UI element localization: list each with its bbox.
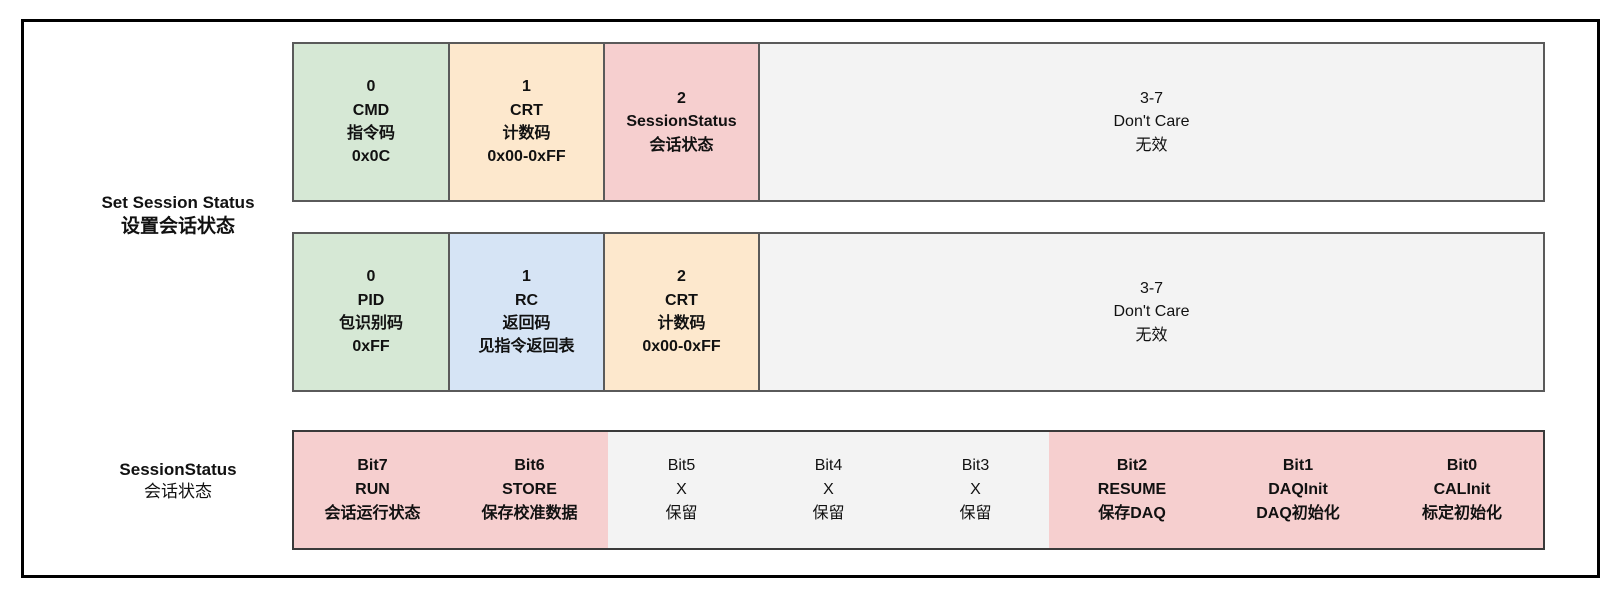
bit-name: X	[823, 481, 834, 498]
bit-name-zh: 保存校准数据	[481, 505, 578, 522]
bit-name-zh: 保存DAQ	[1098, 505, 1166, 522]
bit-cell-bit6: Bit6 STORE 保存校准数据	[451, 432, 608, 548]
byte-cell-crt: 1 CRT 计数码 0x00-0xFF	[450, 44, 605, 200]
byte-cell-sessionstatus: 2 SessionStatus 会话状态	[605, 44, 760, 200]
byte-value: 0x0C	[351, 148, 391, 166]
byte-value: 见指令返回表	[478, 338, 575, 356]
bit-index: Bit3	[961, 457, 990, 474]
byte-index: 0	[366, 268, 376, 286]
byte-cell-dont-care: 3-7 Don't Care 无效	[760, 44, 1543, 200]
bit-index: Bit0	[1446, 457, 1478, 474]
row-label-en: Set Session Status	[101, 193, 255, 212]
bit-name: CALInit	[1433, 481, 1491, 498]
bit-cell-bit7: Bit7 RUN 会话运行状态	[294, 432, 451, 548]
bit-name-zh: 保留	[665, 505, 698, 522]
bit-index: Bit5	[667, 457, 696, 474]
byte-index: 0	[366, 78, 376, 96]
byte-index: 3-7	[1139, 89, 1164, 107]
byte-name-zh: 无效	[1135, 136, 1168, 154]
byte-name: CMD	[352, 101, 390, 119]
bit-name-zh: 会话运行状态	[324, 505, 421, 522]
byte-name: SessionStatus	[626, 113, 737, 131]
bit-name: X	[676, 481, 687, 498]
bit-name-zh: 保留	[959, 505, 992, 522]
bit-name: X	[970, 481, 981, 498]
bit-name: STORE	[502, 481, 557, 498]
byte-name-zh: 返回码	[502, 315, 551, 332]
byte-name-zh: 会话状态	[649, 136, 714, 154]
byte-name: CRT	[665, 291, 698, 309]
byte-index: 3-7	[1139, 279, 1164, 297]
row-label-sessionstatus: SessionStatus 会话状态	[68, 459, 288, 504]
row-label-set-session-status: Set Session Status 设置会话状态	[68, 192, 288, 240]
byte-name: Don't Care	[1113, 303, 1190, 321]
bit-cell-bit2: Bit2 RESUME 保存DAQ	[1049, 432, 1215, 548]
bit-cell-bit0: Bit0 CALInit 标定初始化	[1381, 432, 1543, 548]
request-frame-table: 0 CMD 指令码 0x0C 1 CRT 计数码 0x00-0xFF 2 Ses…	[292, 42, 1545, 202]
bit-name-zh: 标定初始化	[1421, 505, 1502, 522]
byte-cell-rc: 1 RC 返回码 见指令返回表	[450, 234, 605, 390]
byte-value: 0x00-0xFF	[487, 148, 566, 166]
bit-index: Bit7	[357, 457, 388, 474]
row-label-zh: 会话状态	[144, 482, 212, 502]
byte-cell-crt: 2 CRT 计数码 0x00-0xFF	[605, 234, 760, 390]
response-frame-table: 0 PID 包识别码 0xFF 1 RC 返回码 见指令返回表 2 CRT 计数…	[292, 232, 1545, 392]
sessionstatus-bit-table: Bit7 RUN 会话运行状态 Bit6 STORE 保存校准数据 Bit5 X…	[292, 430, 1545, 550]
byte-name-zh: 无效	[1135, 326, 1168, 344]
byte-index: 2	[677, 268, 686, 286]
bit-cell-bit3: Bit3 X 保留	[902, 432, 1049, 548]
bit-index: Bit2	[1116, 457, 1148, 474]
bit-cell-bit4: Bit4 X 保留	[755, 432, 902, 548]
byte-index: 2	[677, 89, 686, 107]
byte-name: PID	[357, 291, 385, 309]
bit-index: Bit4	[814, 457, 843, 474]
bit-cell-bit1: Bit1 DAQInit DAQ初始化	[1215, 432, 1381, 548]
bit-name: RUN	[355, 481, 390, 498]
byte-index: 1	[522, 268, 531, 286]
byte-name: CRT	[510, 101, 543, 119]
byte-name-zh: 包识别码	[338, 315, 403, 332]
byte-name-zh: 计数码	[657, 315, 706, 332]
byte-cell-cmd: 0 CMD 指令码 0x0C	[294, 44, 450, 200]
byte-value: 0xFF	[352, 338, 390, 356]
diagram-frame: Set Session Status 设置会话状态 0 CMD 指令码 0x0C…	[21, 19, 1600, 578]
byte-name: RC	[514, 291, 539, 309]
bit-name: DAQInit	[1268, 481, 1328, 498]
byte-index: 1	[522, 78, 531, 96]
byte-cell-pid: 0 PID 包识别码 0xFF	[294, 234, 450, 390]
byte-name: Don't Care	[1113, 113, 1190, 131]
bit-name: RESUME	[1097, 481, 1167, 498]
byte-cell-dont-care: 3-7 Don't Care 无效	[760, 234, 1543, 390]
bit-name-zh: 保留	[812, 505, 845, 522]
row-label-zh: 设置会话状态	[120, 216, 235, 238]
bit-cell-bit5: Bit5 X 保留	[608, 432, 755, 548]
bit-name-zh: DAQ初始化	[1256, 505, 1340, 522]
byte-value: 0x00-0xFF	[642, 338, 721, 356]
row-label-en: SessionStatus	[119, 460, 237, 479]
byte-name-zh: 指令码	[346, 125, 395, 142]
byte-name-zh: 计数码	[502, 125, 551, 142]
bit-index: Bit6	[514, 457, 545, 474]
bit-index: Bit1	[1282, 457, 1314, 474]
